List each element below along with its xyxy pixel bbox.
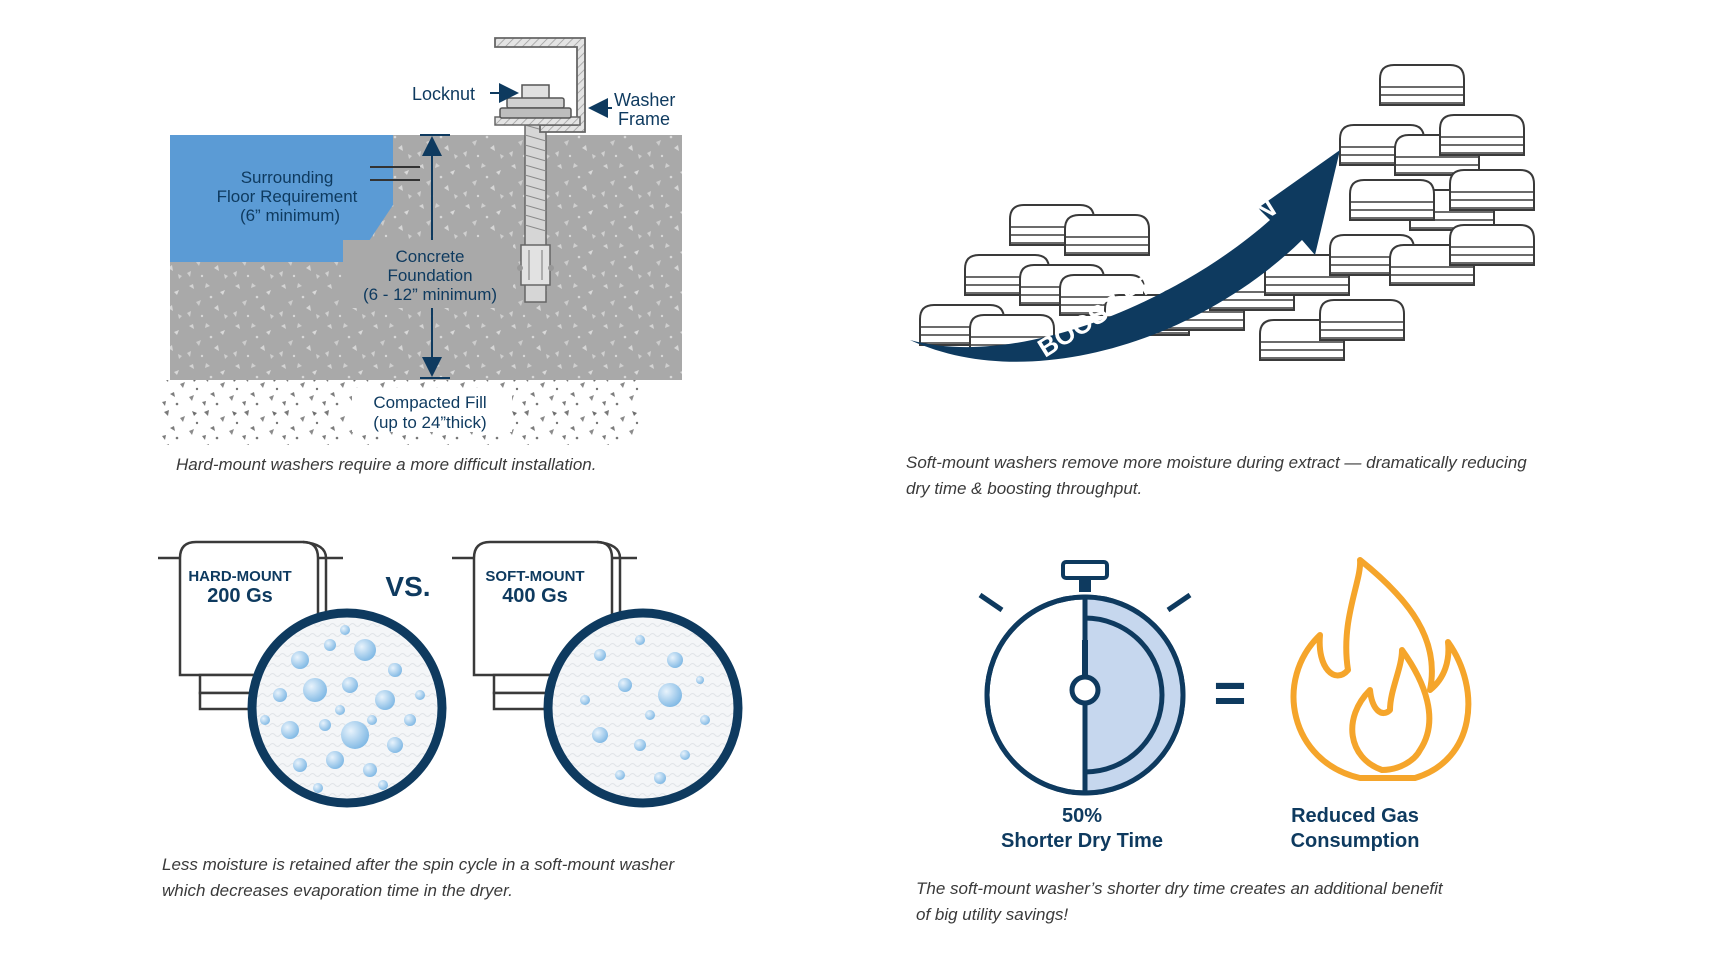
- foundation-label: Concrete: [396, 247, 465, 266]
- surrounding-floor: [170, 135, 393, 262]
- production-caption: Soft-mount washers remove more moisture …: [906, 453, 1527, 498]
- foundation-label: (6 - 12” minimum): [363, 285, 497, 304]
- soft-mount-value: 400 Gs: [502, 585, 568, 607]
- hard-mount-moisture-circle: [247, 608, 447, 808]
- installation-diagram: Locknut Washer Frame Surrounding Floor R…: [160, 37, 682, 445]
- washer-frame-label: Frame: [618, 109, 670, 129]
- drytime-illustration: = 50% Shorter Dry Time Reduced Gas Consu…: [978, 557, 1472, 852]
- dry-time-label: Shorter Dry Time: [1001, 830, 1163, 852]
- hard-mount-title: HARD-MOUNT: [188, 568, 291, 585]
- flame-icon: [1290, 557, 1472, 781]
- floor-requirement-label: Floor Requirement: [217, 187, 358, 206]
- compacted-fill-label: Compacted Fill: [373, 393, 486, 412]
- floor-requirement-label: (6” minimum): [240, 206, 340, 225]
- mount-comparison: HARD-MOUNT 200 Gs VS. SOFT-MOUNT 400 Gs: [156, 540, 743, 808]
- dry-time-percent: 50%: [1062, 805, 1102, 827]
- gas-label: Reduced Gas: [1291, 805, 1419, 827]
- stopwatch-icon: [978, 560, 1192, 796]
- locknut: [499, 84, 572, 119]
- hard-mount-value: 200 Gs: [207, 585, 273, 607]
- compacted-fill-label: (up to 24”thick): [373, 413, 486, 432]
- locknut-label: Locknut: [412, 84, 475, 104]
- soft-mount-title: SOFT-MOUNT: [485, 568, 584, 585]
- soft-mount-moisture-circle: [543, 608, 743, 808]
- comparison-caption: Less moisture is retained after the spin…: [162, 855, 675, 900]
- vs-label: VS.: [385, 571, 430, 602]
- boost-arrow: [910, 150, 1340, 362]
- drytime-caption: The soft-mount washer’s shorter dry time…: [916, 879, 1443, 924]
- equals-symbol: =: [1214, 661, 1247, 724]
- installation-caption: Hard-mount washers require a more diffic…: [176, 455, 597, 474]
- washer-frame-label: Washer: [614, 90, 675, 110]
- floor-requirement-label: Surrounding: [241, 168, 334, 187]
- gas-label: Consumption: [1291, 830, 1420, 852]
- anchor-bolt: [517, 111, 554, 303]
- foundation-label: Foundation: [387, 266, 472, 285]
- boost-production-illustration: BOOST PRODUCTION: [910, 64, 1535, 363]
- towel-stacks: [919, 64, 1535, 361]
